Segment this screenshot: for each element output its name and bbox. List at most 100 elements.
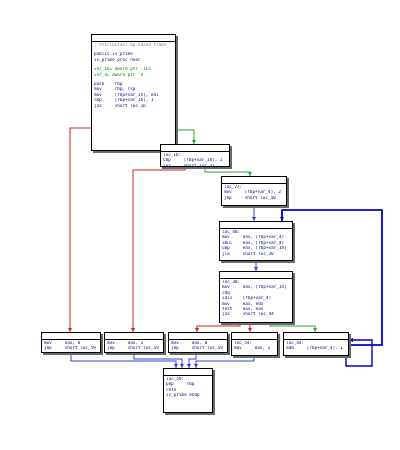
edge-ret0-b-to-loc-59 [188,353,197,368]
code-instruction: jnz short loc_1b [94,103,146,109]
code-instruction: jmp short loc_59 [171,346,223,352]
code-instruction: pop rbp [166,382,195,388]
code-label: is_prime endp [166,393,200,399]
edge-entry-to-ret0-a [69,127,129,332]
code-instruction: mov [rbp+var_1h], edi [94,92,159,98]
block-header [222,177,286,184]
code-instruction: jmp short loc_59 [44,346,96,352]
code-instruction: mov eax, 1 [107,341,144,346]
edge-loc-1b-to-ret1-a-arrowhead [131,328,135,332]
edge-ret0-b-to-loc-59-arrowhead [187,364,191,368]
code-instruction: jmp short loc_59 [107,346,159,352]
block-loc-54[interactable]: loc_54:mov eax, 1 [231,332,278,356]
edge-loc-44-loop-to-loc-40-arrowhead [280,217,284,221]
edge-loc-30-to-ret0-b [196,323,241,332]
block-body: loc_44:add [rbp+var_4], 1 [284,340,348,353]
code-instruction: jnz short loc_44 [222,312,274,318]
code-instruction: push rbp [94,81,123,87]
code-instruction: jmp short loc_40 [224,195,276,201]
code-label: loc_44: [286,341,305,346]
code-instruction: mov [rbp+var_4], 2 [224,190,281,196]
edge-loc-30-to-loc-44 [269,323,316,332]
code-instruction: imul eax, [rbp+var_4] [222,240,285,246]
code-comment: ; Attributes: bp-based frame [94,43,167,48]
edge-loc-44-loop-lower [345,339,373,367]
code-instruction: mov eax, [rbp+var_1h] [222,285,287,291]
edge-loc-30-to-loc-54-arrowhead [248,328,252,332]
block-header [164,369,212,376]
block-header [161,145,229,152]
edge-loc-40-to-loc-30-arrowhead [254,267,258,271]
block-header [92,35,175,42]
block-header [284,333,348,340]
code-instruction: cmp eax, [rbp+var_1h] [222,246,287,252]
edge-ret1-a-to-loc-59-arrowhead [180,364,184,368]
edge-loc-30-to-ret0-b-arrowhead [195,328,199,332]
code-instruction: mov eax, 0 [171,341,208,346]
code-instruction: mov eax, [rbp+var_4] [222,235,285,241]
code-label: loc_54: [234,341,253,346]
block-body: ; Attributes: bp-based frame public is_pr… [92,42,175,110]
code-instruction: test eax, eax [222,306,264,312]
code-instruction: add [rbp+var_4], 1 [286,346,343,352]
block-body: loc_40:mov eax, [rbp+var_4]imul eax, [rb… [220,229,292,258]
edge-loc-54-to-loc-59-arrowhead [194,364,198,368]
code-instruction: cdq [222,290,230,296]
code-label: loc_59: [166,377,185,382]
code-variable: var_1h= dword ptr -1Ch [94,67,151,73]
block-header [42,333,100,340]
edge-loc-1b-to-ret1-a [132,167,186,332]
code-instruction: cmp [rbp+var_1h], 2 [163,158,223,164]
block-body: loc_54:mov eax, 1 [232,340,277,353]
code-label: is_prime proc near [94,57,141,63]
code-instruction: jle short loc_30 [222,251,274,257]
edge-ret1-a-to-loc-59 [133,353,183,368]
code-variable: var_4= dword ptr -4 [94,72,144,78]
code-instruction: mov rbp, rsp [94,87,136,93]
edge-loc-44-loop-to-loc-40 [281,209,383,346]
code-instruction: cmp [rbp+var_1h], 1 [94,98,154,104]
block-entry[interactable]: ; Attributes: bp-based frame public is_pr… [91,34,176,151]
code-label: loc_1b: [163,153,182,158]
edge-ret0-a-to-loc-59-arrowhead [174,364,178,368]
code-label: loc_27: [224,185,243,190]
block-header [220,222,292,229]
code-instruction: retn [166,387,177,393]
code-instruction: idiv [rbp+var_4] [222,296,272,302]
code-label: loc_40: [222,230,241,235]
block-loc-44[interactable]: loc_44:add [rbp+var_4], 1 [283,332,349,356]
edge-loc-44-loop-lower-arrowhead [349,338,353,342]
block-header [105,333,163,340]
code-label: loc_30: [222,280,241,285]
block-header [169,333,227,340]
edge-loc-54-to-loc-59 [195,356,255,368]
code-instruction: mov eax, 1 [234,346,271,352]
edge-entry-to-loc-1b-arrowhead [192,140,196,144]
code-instruction: mov eax, edx [222,301,264,307]
edge-loc-30-to-loc-44-arrowhead [313,328,317,332]
code-label: public is_prime [94,52,133,58]
edge-ret0-a-to-loc-59 [70,353,177,368]
edge-entry-to-ret0-a-arrowhead [68,328,72,332]
block-loc-40[interactable]: loc_40:mov eax, [rbp+var_4]imul eax, [rb… [219,221,293,261]
edge-loc-1b-to-loc-27-arrowhead [248,172,252,176]
code-instruction: mov eax, 0 [44,341,81,346]
edge-loc-27-to-loc-40-arrowhead [252,217,256,221]
block-header [220,272,292,279]
code-instruction: jnz short loc_27 [163,163,215,169]
